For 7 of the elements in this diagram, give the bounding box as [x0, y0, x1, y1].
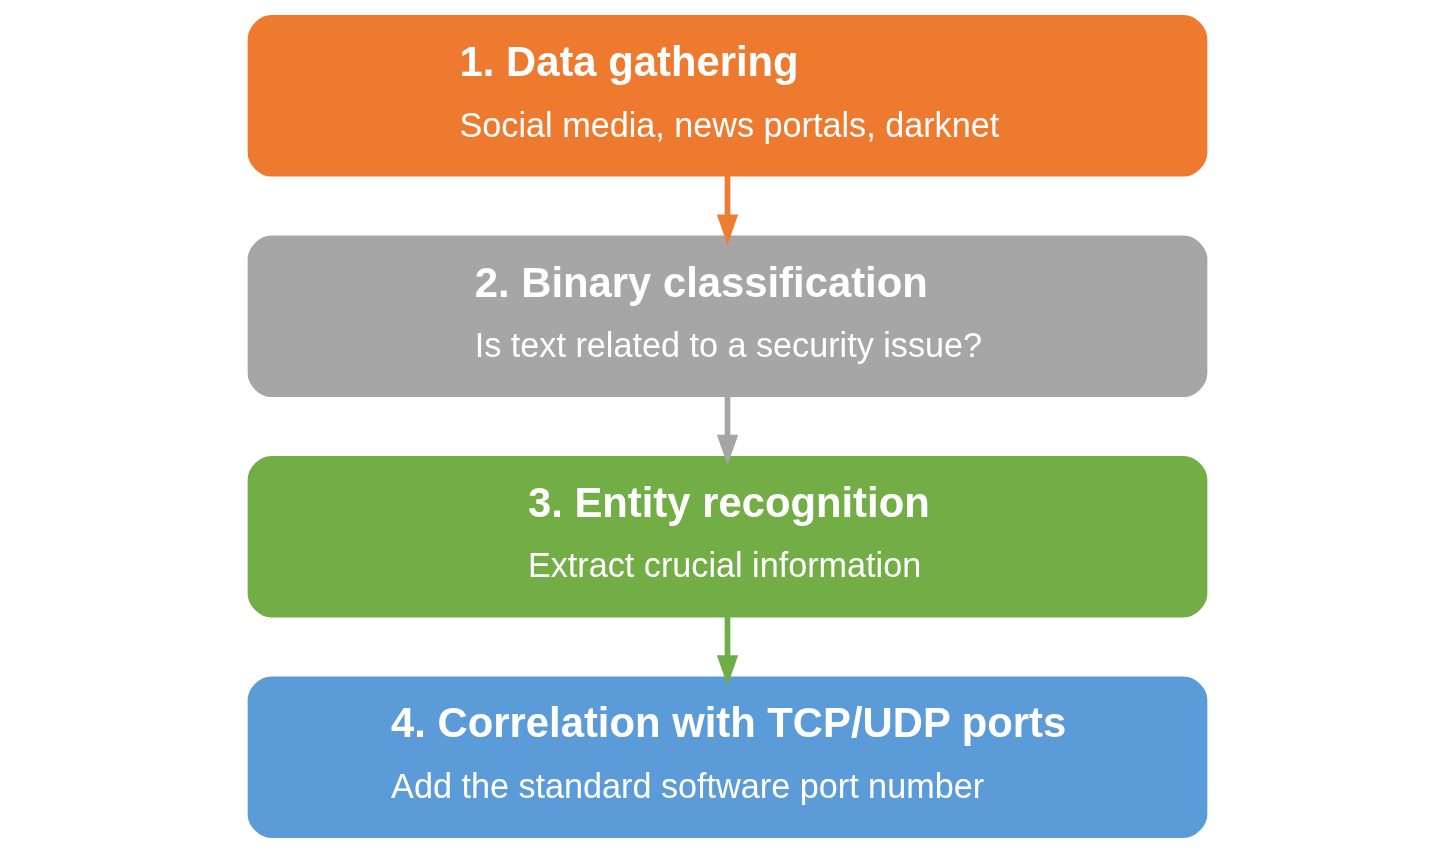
node-box: 3. Entity recognition Extract crucial information	[247, 455, 1208, 618]
arrow	[716, 616, 739, 686]
node-box: 2. Binary classification Is text related to a security issue?	[247, 235, 1208, 398]
arrow	[716, 175, 739, 245]
arrow	[716, 396, 739, 466]
node-box: 4. Correlation with TCP/UDP ports Add the standard software port number	[247, 676, 1208, 838]
node-box: 1. Data gathering Social media, news portals, darknet	[247, 15, 1208, 177]
